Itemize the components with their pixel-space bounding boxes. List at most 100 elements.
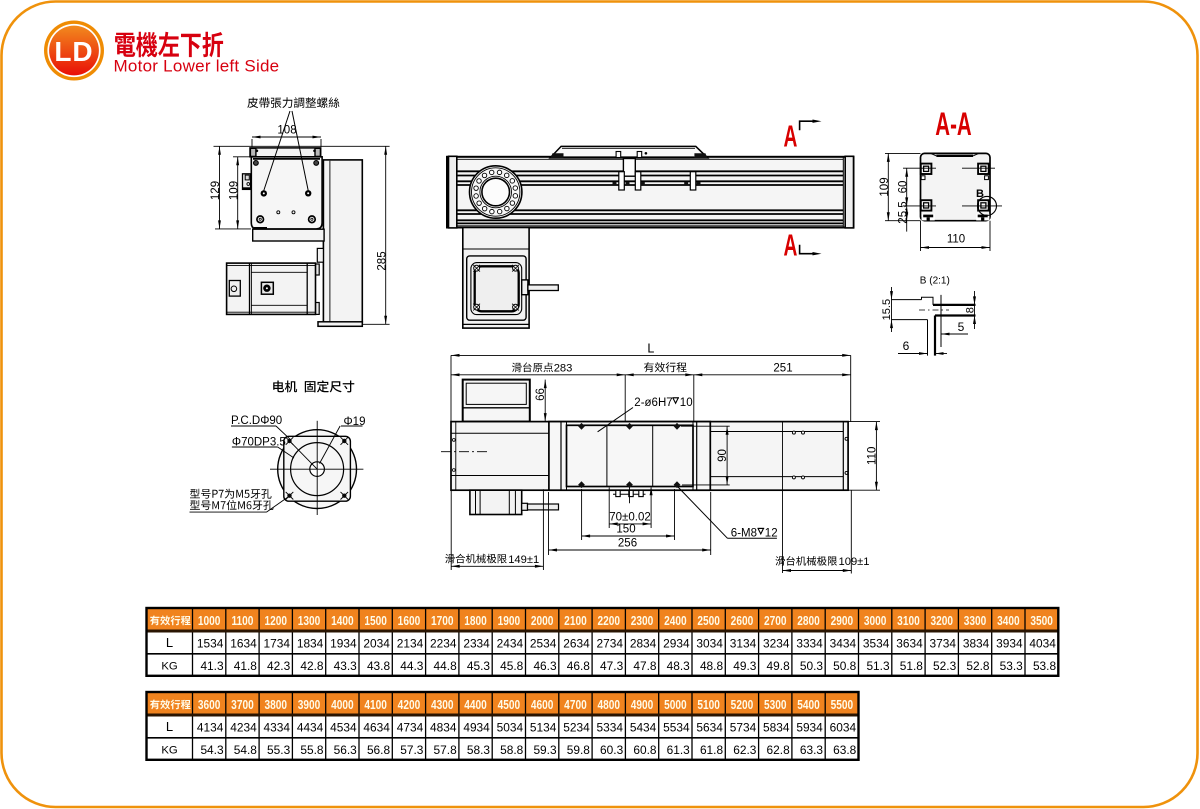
svg-text:56.3: 56.3 [334, 743, 357, 757]
svg-text:3500: 3500 [1030, 614, 1053, 628]
svg-text:41.8: 41.8 [234, 659, 257, 673]
svg-text:3634: 3634 [896, 636, 923, 650]
svg-text:44.3: 44.3 [400, 659, 423, 673]
svg-text:L: L [166, 635, 173, 650]
svg-text:52.3: 52.3 [933, 659, 956, 673]
svg-text:3800: 3800 [264, 698, 287, 712]
svg-text:5534: 5534 [663, 720, 690, 734]
svg-text:62.8: 62.8 [767, 743, 790, 757]
svg-text:2234: 2234 [430, 636, 457, 650]
svg-text:1534: 1534 [197, 636, 224, 650]
svg-text:54.8: 54.8 [234, 743, 257, 757]
svg-text:2934: 2934 [663, 636, 690, 650]
svg-text:53.8: 53.8 [1033, 659, 1056, 673]
svg-text:3200: 3200 [930, 614, 953, 628]
svg-text:5000: 5000 [664, 698, 687, 712]
svg-text:44.8: 44.8 [434, 659, 457, 673]
svg-text:251: 251 [773, 363, 792, 375]
svg-text:2534: 2534 [530, 636, 557, 650]
svg-text:43.8: 43.8 [367, 659, 390, 673]
svg-text:3134: 3134 [730, 636, 757, 650]
svg-text:4134: 4134 [197, 720, 224, 734]
svg-text:109: 109 [879, 177, 891, 196]
svg-text:1634: 1634 [230, 636, 257, 650]
svg-text:5934: 5934 [796, 720, 823, 734]
svg-text:49.3: 49.3 [733, 659, 756, 673]
svg-text:5200: 5200 [731, 698, 754, 712]
svg-text:L: L [647, 341, 654, 355]
svg-text:61.3: 61.3 [667, 743, 690, 757]
svg-text:1200: 1200 [264, 614, 287, 628]
svg-text:42.8: 42.8 [300, 659, 323, 673]
svg-text:2600: 2600 [731, 614, 754, 628]
svg-text:Φ70DP3.5: Φ70DP3.5 [232, 436, 286, 448]
svg-text:150: 150 [616, 524, 635, 536]
svg-text:3834: 3834 [963, 636, 990, 650]
svg-text:A: A [784, 229, 798, 263]
svg-text:4100: 4100 [364, 698, 387, 712]
svg-text:2800: 2800 [797, 614, 820, 628]
svg-text:109±1: 109±1 [839, 556, 870, 568]
svg-text:2500: 2500 [697, 614, 720, 628]
svg-text:B (2:1): B (2:1) [920, 276, 950, 287]
svg-text:3234: 3234 [763, 636, 790, 650]
svg-text:L: L [166, 719, 173, 734]
svg-text:10: 10 [680, 397, 693, 409]
svg-text:2300: 2300 [631, 614, 654, 628]
svg-text:4434: 4434 [297, 720, 324, 734]
svg-text:5034: 5034 [497, 720, 524, 734]
svg-text:2200: 2200 [597, 614, 620, 628]
svg-text:129: 129 [210, 181, 222, 200]
svg-text:59.3: 59.3 [533, 743, 556, 757]
svg-text:3900: 3900 [298, 698, 321, 712]
svg-text:66: 66 [535, 388, 547, 401]
svg-text:4600: 4600 [531, 698, 554, 712]
svg-text:2900: 2900 [831, 614, 854, 628]
svg-text:4334: 4334 [264, 720, 291, 734]
svg-text:4634: 4634 [363, 720, 390, 734]
svg-text:48.8: 48.8 [700, 659, 723, 673]
svg-text:4200: 4200 [398, 698, 421, 712]
svg-text:2000: 2000 [531, 614, 554, 628]
svg-text:4900: 4900 [631, 698, 654, 712]
svg-text:108: 108 [277, 125, 296, 137]
svg-text:45.3: 45.3 [467, 659, 490, 673]
svg-text:2400: 2400 [664, 614, 687, 628]
svg-text:6034: 6034 [830, 720, 857, 734]
svg-text:3700: 3700 [231, 698, 254, 712]
svg-text:51.3: 51.3 [866, 659, 889, 673]
svg-text:5400: 5400 [797, 698, 820, 712]
svg-text:1834: 1834 [297, 636, 324, 650]
svg-text:4934: 4934 [463, 720, 490, 734]
svg-text:49.8: 49.8 [767, 659, 790, 673]
svg-text:59.8: 59.8 [567, 743, 590, 757]
svg-text:3400: 3400 [997, 614, 1020, 628]
svg-text:B: B [976, 188, 984, 200]
svg-text:Φ19: Φ19 [344, 416, 366, 428]
svg-text:15.5: 15.5 [881, 299, 893, 320]
svg-text:4500: 4500 [498, 698, 521, 712]
svg-text:4400: 4400 [464, 698, 487, 712]
svg-text:5734: 5734 [730, 720, 757, 734]
svg-text:KG: KG [161, 660, 177, 672]
svg-text:3600: 3600 [198, 698, 221, 712]
svg-text:149±1: 149±1 [508, 554, 539, 566]
svg-text:54.3: 54.3 [200, 743, 223, 757]
svg-text:4534: 4534 [330, 720, 357, 734]
svg-text:A-A: A-A [935, 106, 971, 142]
svg-text:2-ø6H7: 2-ø6H7 [634, 397, 672, 409]
svg-text:6-M8: 6-M8 [731, 528, 757, 540]
svg-text:53.3: 53.3 [1000, 659, 1023, 673]
svg-text:2334: 2334 [463, 636, 490, 650]
svg-text:1300: 1300 [298, 614, 321, 628]
svg-text:60: 60 [898, 181, 910, 194]
svg-text:3034: 3034 [696, 636, 723, 650]
svg-text:61.8: 61.8 [700, 743, 723, 757]
svg-text:50.8: 50.8 [833, 659, 856, 673]
svg-text:62.3: 62.3 [733, 743, 756, 757]
svg-text:1100: 1100 [231, 614, 253, 628]
svg-text:3100: 3100 [897, 614, 920, 628]
svg-text:70±0.02: 70±0.02 [609, 512, 651, 524]
svg-text:1934: 1934 [330, 636, 357, 650]
svg-text:5334: 5334 [597, 720, 624, 734]
